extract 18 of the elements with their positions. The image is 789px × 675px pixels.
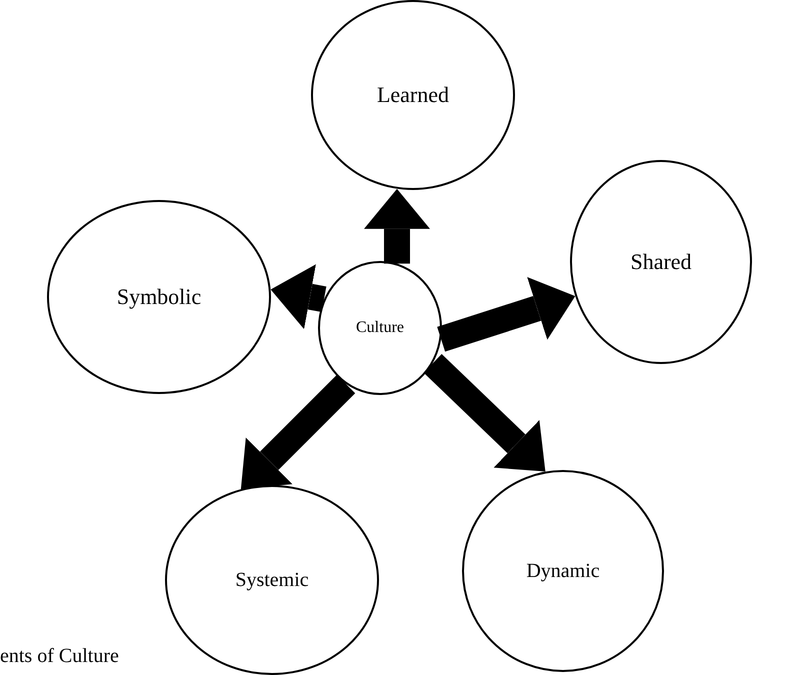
block-arrow bbox=[240, 374, 356, 490]
ellipse-node bbox=[318, 261, 442, 395]
caption-text: ents of Culture bbox=[0, 645, 119, 668]
block-arrow bbox=[270, 264, 326, 330]
node-label: Shared bbox=[630, 249, 692, 275]
node-label: Symbolic bbox=[116, 284, 202, 310]
block-arrow bbox=[364, 188, 430, 264]
ellipse-node bbox=[462, 470, 664, 672]
node-label: Dynamic bbox=[526, 560, 600, 582]
ellipse-node bbox=[570, 160, 752, 364]
ellipse-node bbox=[311, 0, 515, 190]
node-label: Culture bbox=[356, 319, 404, 337]
block-arrow bbox=[437, 276, 576, 352]
node-label: Systemic bbox=[235, 568, 309, 592]
node-label: Learned bbox=[376, 82, 450, 108]
ellipse-node bbox=[47, 200, 271, 394]
ellipse-node bbox=[165, 485, 379, 675]
block-arrow bbox=[424, 354, 546, 472]
